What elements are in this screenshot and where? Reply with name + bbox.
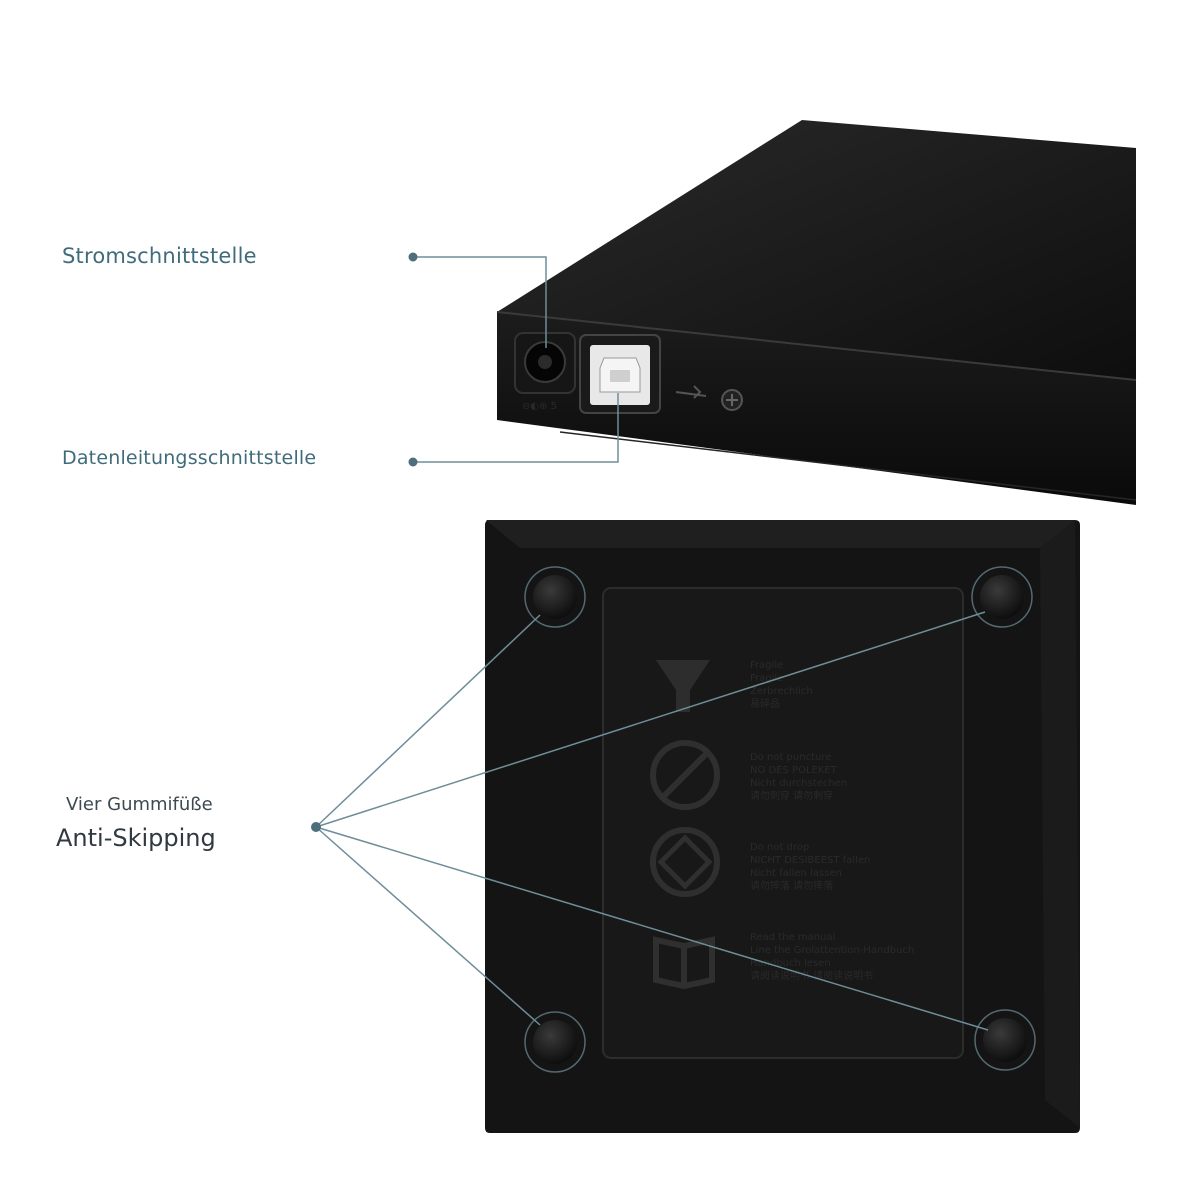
power-port-label: Stromschnittstelle [62, 244, 257, 268]
power-leader-line [413, 256, 547, 348]
screw-icon [721, 389, 743, 411]
usb-symbol-icon [675, 385, 707, 399]
label-panel [602, 587, 964, 1059]
anti-skipping-label: Anti-Skipping [56, 824, 216, 852]
panel-text: Do not drop [750, 842, 809, 853]
panel-text: Do not puncture [750, 752, 831, 763]
panel-text: Line the Grolattention-Handbuch [750, 945, 914, 956]
panel-text: 请勿刺穿 请勿刺穿 [750, 789, 833, 802]
panel-text: Fragile [750, 660, 783, 671]
power-jack [514, 332, 576, 394]
panel-text: Handbuch lesen [750, 958, 831, 969]
rubber-foot-bottom-right [974, 1009, 1036, 1071]
panel-text: Read the manual [750, 932, 835, 943]
panel-text: 请阅读说明书 请阅读说明书 [750, 969, 873, 982]
rubber-feet-label: Vier Gummifüße [66, 794, 213, 815]
rubber-foot-top-left [524, 566, 586, 628]
data-leader-line [413, 393, 619, 463]
usb-b-port [579, 334, 661, 414]
feet-leader-top-right [315, 611, 986, 828]
feet-leader-bottom-right [315, 826, 989, 1031]
rubber-foot-bottom-left [524, 1011, 586, 1073]
no-puncture-icon [650, 740, 720, 810]
data-port-label: Datenleitungsschnittstelle [62, 447, 317, 469]
rubber-foot-top-right [971, 566, 1033, 628]
drive-side-view: ⊖◐⊕ 5 [496, 120, 1137, 505]
panel-text: 请勿摔落 请勿摔落 [750, 879, 833, 892]
drive-top-surface [497, 120, 1136, 380]
no-drop-icon [650, 827, 720, 897]
panel-text: Nicht fallen lassen [750, 868, 842, 879]
panel-text: Zerbrechlich [750, 686, 813, 697]
panel-text: NICHT DESIBEEST fallen [750, 855, 870, 866]
feet-leader-dot [311, 822, 321, 832]
feet-leader-top-left [315, 614, 541, 828]
feet-leader-bottom-left [315, 826, 541, 1026]
panel-text: Nicht durchstechen [750, 778, 847, 789]
fragile-glass-icon [656, 660, 710, 712]
power-leader-dot [408, 252, 418, 262]
leader-lines [315, 256, 989, 1031]
drive-bottom-view: Fragile Fragile Zerbrechlich 易碎品 Do not … [485, 520, 1080, 1133]
manual-book-icon [653, 936, 715, 990]
panel-text: 易碎品 [750, 697, 780, 710]
data-leader-dot [408, 457, 418, 467]
panel-text: NO DES POLEKET [750, 765, 838, 776]
panel-text: Fragile [750, 673, 783, 684]
power-symbol-text: ⊖◐⊕ 5 [522, 401, 557, 412]
